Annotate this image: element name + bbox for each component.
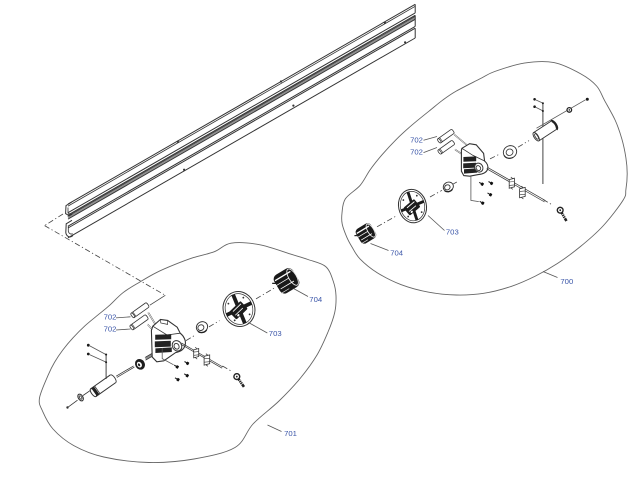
svg-text:702: 702 xyxy=(410,135,423,144)
svg-text:702: 702 xyxy=(410,148,423,157)
svg-text:704: 704 xyxy=(309,295,323,304)
svg-text:700: 700 xyxy=(560,277,573,286)
svg-text:702: 702 xyxy=(104,324,117,333)
svg-text:703: 703 xyxy=(269,329,282,338)
svg-text:702: 702 xyxy=(104,313,117,322)
svg-text:704: 704 xyxy=(390,248,404,257)
svg-text:701: 701 xyxy=(284,429,297,438)
svg-text:703: 703 xyxy=(446,227,459,236)
